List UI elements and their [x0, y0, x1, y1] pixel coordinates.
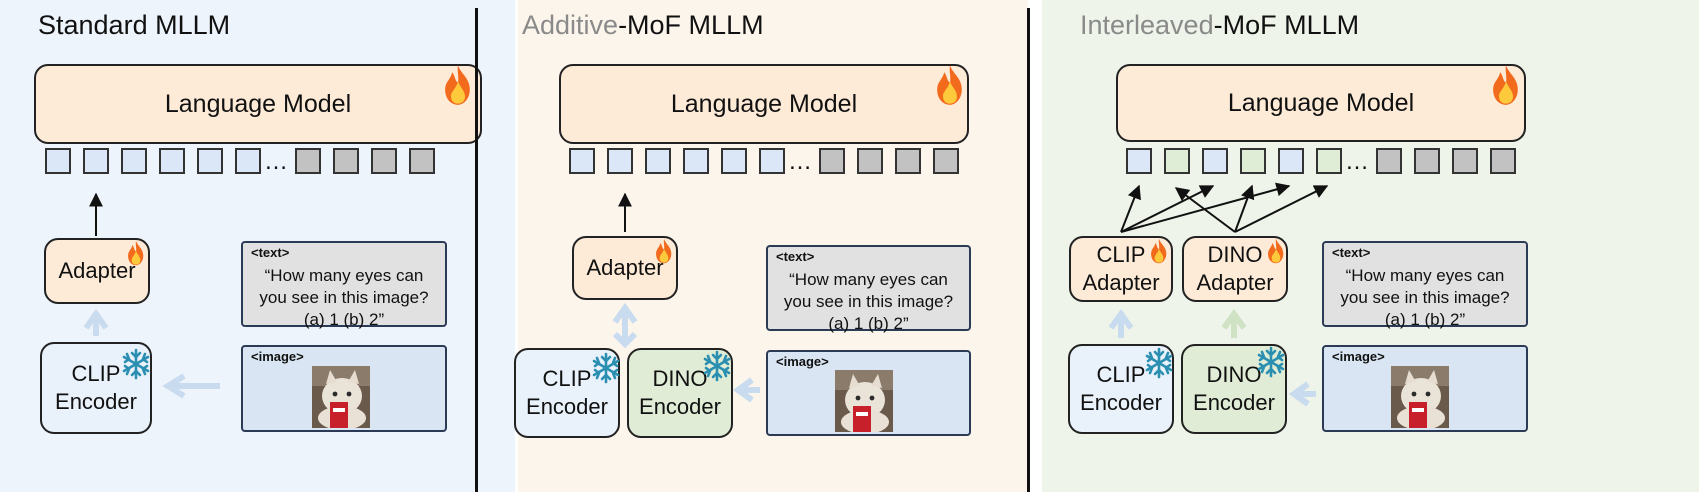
text-input-box: <text> “How many eyes can you see in thi…: [241, 241, 447, 329]
cat-photo: [835, 370, 893, 432]
panel-title: Interleaved-MoF MLLM: [1080, 10, 1360, 40]
text-token: [1376, 148, 1402, 174]
panel-title: Standard MLLM: [38, 10, 231, 40]
panel-title: Additive-MoF MLLM: [522, 10, 764, 40]
arrow-image-to-encoder: [732, 377, 760, 403]
arrow-clip-adapter-to-token: [1120, 185, 1215, 233]
text-token: [857, 148, 883, 174]
language-model-box: Language Model: [1116, 64, 1526, 142]
text-token: [819, 148, 845, 174]
arrow-clip-adapter-to-token: [1120, 184, 1141, 233]
clip-token: [1126, 148, 1152, 174]
fire-icon: [656, 238, 672, 264]
visual-token: [569, 148, 595, 174]
text-token: [371, 148, 397, 174]
fire-icon: [1151, 238, 1167, 264]
text-token: [933, 148, 959, 174]
visual-token: [197, 148, 223, 174]
panel-divider: [1027, 8, 1030, 492]
text-token: [1414, 148, 1440, 174]
fire-icon: [1268, 238, 1284, 264]
arrow-dino-adapter-to-token: [1174, 187, 1236, 233]
visual-token: [45, 148, 71, 174]
dino-adapter-box: DINO Adapter: [1182, 236, 1288, 302]
panel-divider: [475, 8, 478, 492]
dino-token: [1240, 148, 1266, 174]
clip-token: [1278, 148, 1304, 174]
text-token: [1490, 148, 1516, 174]
dino-encoder-box: DINO Encoder: [627, 348, 733, 438]
snowflake-icon: [1145, 347, 1173, 379]
fire-icon: [445, 65, 470, 105]
snowflake-icon: [592, 352, 620, 384]
clip-token: [1202, 148, 1228, 174]
snowflake-icon: [122, 348, 150, 380]
arrow-image-to-encoder: [1288, 381, 1316, 407]
text-token: [409, 148, 435, 174]
visual-token: [159, 148, 185, 174]
ellipsis: …: [1345, 148, 1370, 175]
text-token: [1452, 148, 1478, 174]
language-model-box: Language Model: [34, 64, 482, 144]
dino-encoder-box: DINO Encoder: [1181, 344, 1287, 434]
fire-icon: [128, 240, 144, 266]
snowflake-icon: [1257, 346, 1285, 378]
visual-token: [607, 148, 633, 174]
visual-token: [683, 148, 709, 174]
text-token: [895, 148, 921, 174]
text-token: [295, 148, 321, 174]
arrow-dino-adapter-to-token: [1234, 184, 1255, 233]
arrow-dino-adapter-to-token: [1234, 185, 1329, 233]
visual-token: [83, 148, 109, 174]
cat-photo: [1391, 366, 1449, 428]
ellipsis: …: [264, 148, 289, 175]
cat-photo: [312, 366, 370, 428]
visual-token: [235, 148, 261, 174]
arrow-encoders-to-adapter: [612, 302, 638, 349]
arrow-dino-encoder-to-adapter: [1221, 308, 1247, 338]
visual-token: [121, 148, 147, 174]
snowflake-icon: [703, 350, 731, 382]
language-model-box: Language Model: [559, 64, 969, 144]
text-input-box: <text> “How many eyes can you see in thi…: [766, 245, 971, 333]
arrow-image-to-encoder: [162, 373, 220, 399]
visual-token: [759, 148, 785, 174]
fire-icon: [1493, 65, 1518, 105]
dino-token: [1164, 148, 1190, 174]
arrow-clip-encoder-to-adapter: [1108, 308, 1134, 338]
visual-token: [645, 148, 671, 174]
clip-encoder-box: CLIP Encoder: [514, 348, 620, 438]
visual-token: [721, 148, 747, 174]
arrow-encoder-to-adapter: [83, 308, 109, 336]
dino-token: [1316, 148, 1342, 174]
text-token: [333, 148, 359, 174]
text-input-box: <text> “How many eyes can you see in thi…: [1322, 241, 1528, 329]
fire-icon: [937, 65, 962, 105]
clip-encoder-box: CLIP Encoder: [40, 342, 152, 434]
clip-encoder-box: CLIP Encoder: [1068, 344, 1174, 434]
ellipsis: …: [788, 148, 813, 175]
